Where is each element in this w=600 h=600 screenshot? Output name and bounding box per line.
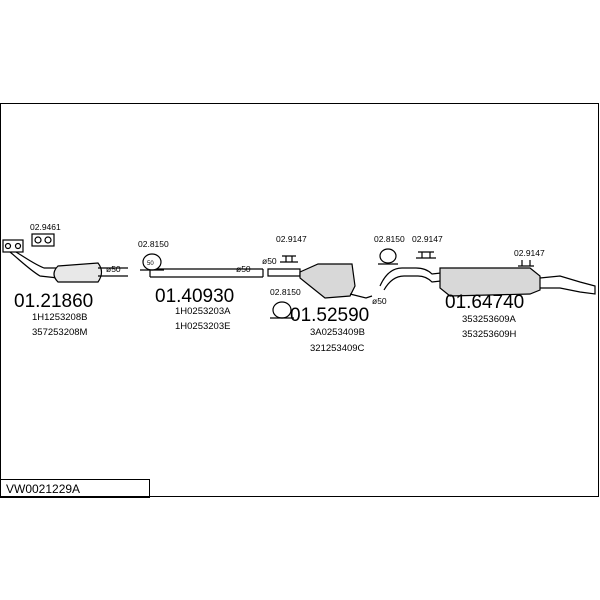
diameter-label-1: ø50 [106, 264, 121, 274]
accessory-label-a6: 02.9147 [412, 234, 443, 244]
part-ref-2a: 1H0253203A [175, 306, 231, 317]
part-ref-4a: 353253609A [462, 314, 517, 325]
part-ref-3b: 321253409C [310, 343, 365, 354]
diameter-label-3: ø50 [262, 256, 277, 266]
clamp-icon-2 [140, 253, 164, 271]
hanger-icon-6 [416, 251, 436, 259]
part-ref-2b: 1H0253203E [175, 321, 230, 332]
accessory-label-a3: 02.9147 [276, 234, 307, 244]
gasket-icon [31, 233, 55, 247]
accessory-label-a4: 02.8150 [270, 287, 301, 297]
part-number-4: 01.64740 [445, 292, 524, 313]
accessory-label-a1: 02.9461 [30, 222, 61, 232]
part-ref-1b: 357253208M [32, 327, 88, 338]
diagram-code: VW0021229A [6, 482, 81, 496]
middle-pipe-drawing [149, 268, 264, 278]
hanger-icon-7 [518, 260, 534, 267]
clamp-text: 50 [147, 261, 154, 267]
hanger-icon-3 [280, 255, 298, 263]
diameter-label-4: ø50 [372, 296, 387, 306]
accessory-label-a2: 02.8150 [138, 239, 169, 249]
clamp-icon-4 [270, 301, 294, 319]
part-ref-3a: 3A0253409B [310, 327, 365, 338]
accessory-label-a7: 02.9147 [514, 248, 545, 258]
diagram-frame [0, 103, 599, 497]
part-number-3: 01.52590 [290, 305, 369, 326]
part-number-2: 01.40930 [155, 286, 234, 307]
rear-silencer-drawing [379, 267, 596, 297]
centre-silencer-drawing [267, 263, 373, 299]
diameter-label-2: ø50 [236, 264, 251, 274]
accessory-label-a5: 02.8150 [374, 234, 405, 244]
part-number-1: 01.21860 [14, 291, 93, 312]
diagram-code-box: VW0021229A [0, 479, 150, 498]
clamp-icon-5 [378, 248, 398, 265]
front-pipe-drawing [2, 239, 128, 283]
part-ref-1a: 1H1253208B [32, 312, 87, 323]
part-ref-4b: 353253609H [462, 329, 517, 340]
